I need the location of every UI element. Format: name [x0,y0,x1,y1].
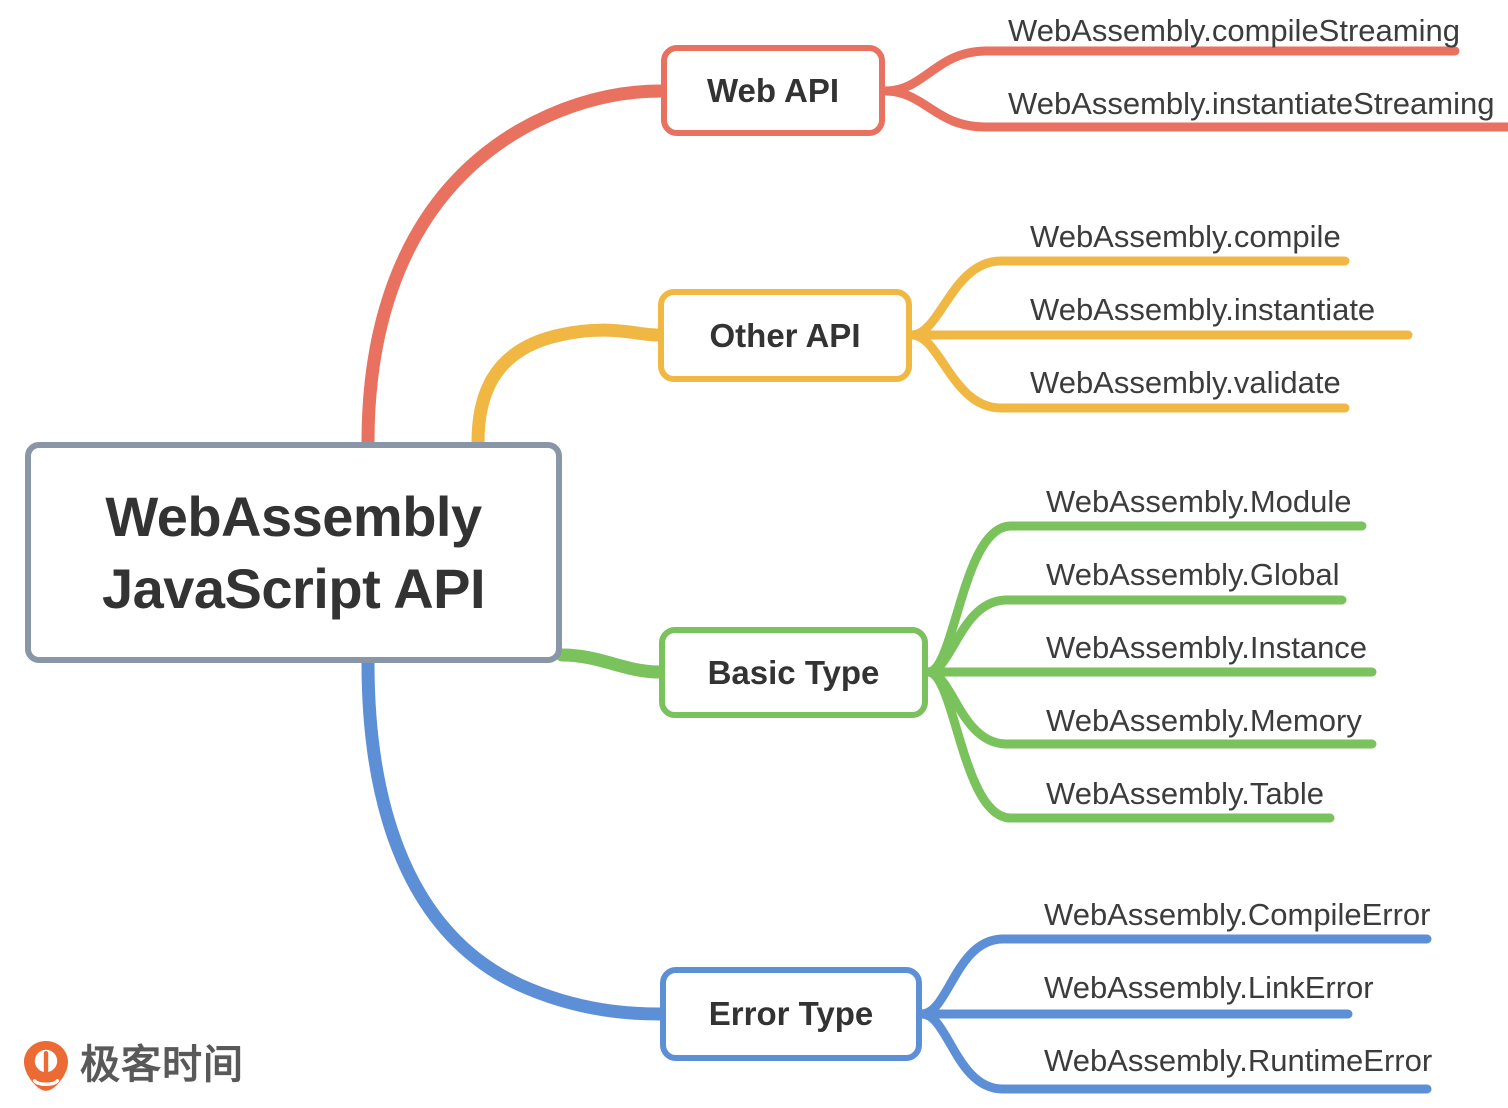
mindmap-branch-web-api[interactable]: Web API [661,45,885,136]
root-node-label: WebAssembly JavaScript API [101,481,486,624]
leaf-label-instance[interactable]: WebAssembly.Instance [1046,630,1368,665]
geektime-pin-logo-icon [24,1041,68,1091]
leaf-label-compile-error[interactable]: WebAssembly.CompileError [1044,897,1431,932]
root-node-label-line2: JavaScript API [101,556,486,620]
leaf-label-compile[interactable]: WebAssembly.compile [1030,219,1341,254]
connector-web-api-to-instantiate-streaming [880,86,1508,132]
connector-web-api-to-compile-streaming [880,46,1460,96]
connector-error-type-to-runtime-error [917,1009,1432,1094]
connector-root-to-web-api [361,84,668,449]
leaf-label-compile-streaming[interactable]: WebAssembly.compileStreaming [1008,13,1460,48]
leaf-label-instantiate[interactable]: WebAssembly.instantiate [1030,292,1376,327]
root-node-label-line1: WebAssembly [105,484,482,548]
mindmap-root-node[interactable]: WebAssembly JavaScript API [25,442,562,663]
brand-watermark: 极客时间 [22,1036,244,1094]
connector-root-to-other-api [471,323,665,449]
leaf-label-global[interactable]: WebAssembly.Global [1046,557,1340,592]
connector-basic-type-to-table [923,667,1335,823]
leaf-label-link-error[interactable]: WebAssembly.LinkError [1044,970,1374,1005]
leaf-label-module[interactable]: WebAssembly.Module [1046,484,1352,519]
leaf-label-table[interactable]: WebAssembly.Table [1046,776,1324,811]
leaf-label-validate[interactable]: WebAssembly.validate [1030,365,1341,400]
leaf-label-memory[interactable]: WebAssembly.Memory [1046,703,1362,738]
brand-name: 极客时间 [80,1043,244,1087]
connector-root-to-error-type [361,656,667,1021]
mindmap-branch-error-type[interactable]: Error Type [660,967,922,1061]
leaf-label-instantiate-streaming[interactable]: WebAssembly.instantiateStreaming [1008,86,1495,121]
connector-root-to-basic-type [555,648,666,679]
mindmap-branch-basic-type[interactable]: Basic Type [659,627,928,718]
connector-other-api-to-validate [907,330,1350,413]
mindmap-branch-other-api[interactable]: Other API [658,289,912,382]
leaf-label-runtime-error[interactable]: WebAssembly.RuntimeError [1044,1043,1433,1078]
